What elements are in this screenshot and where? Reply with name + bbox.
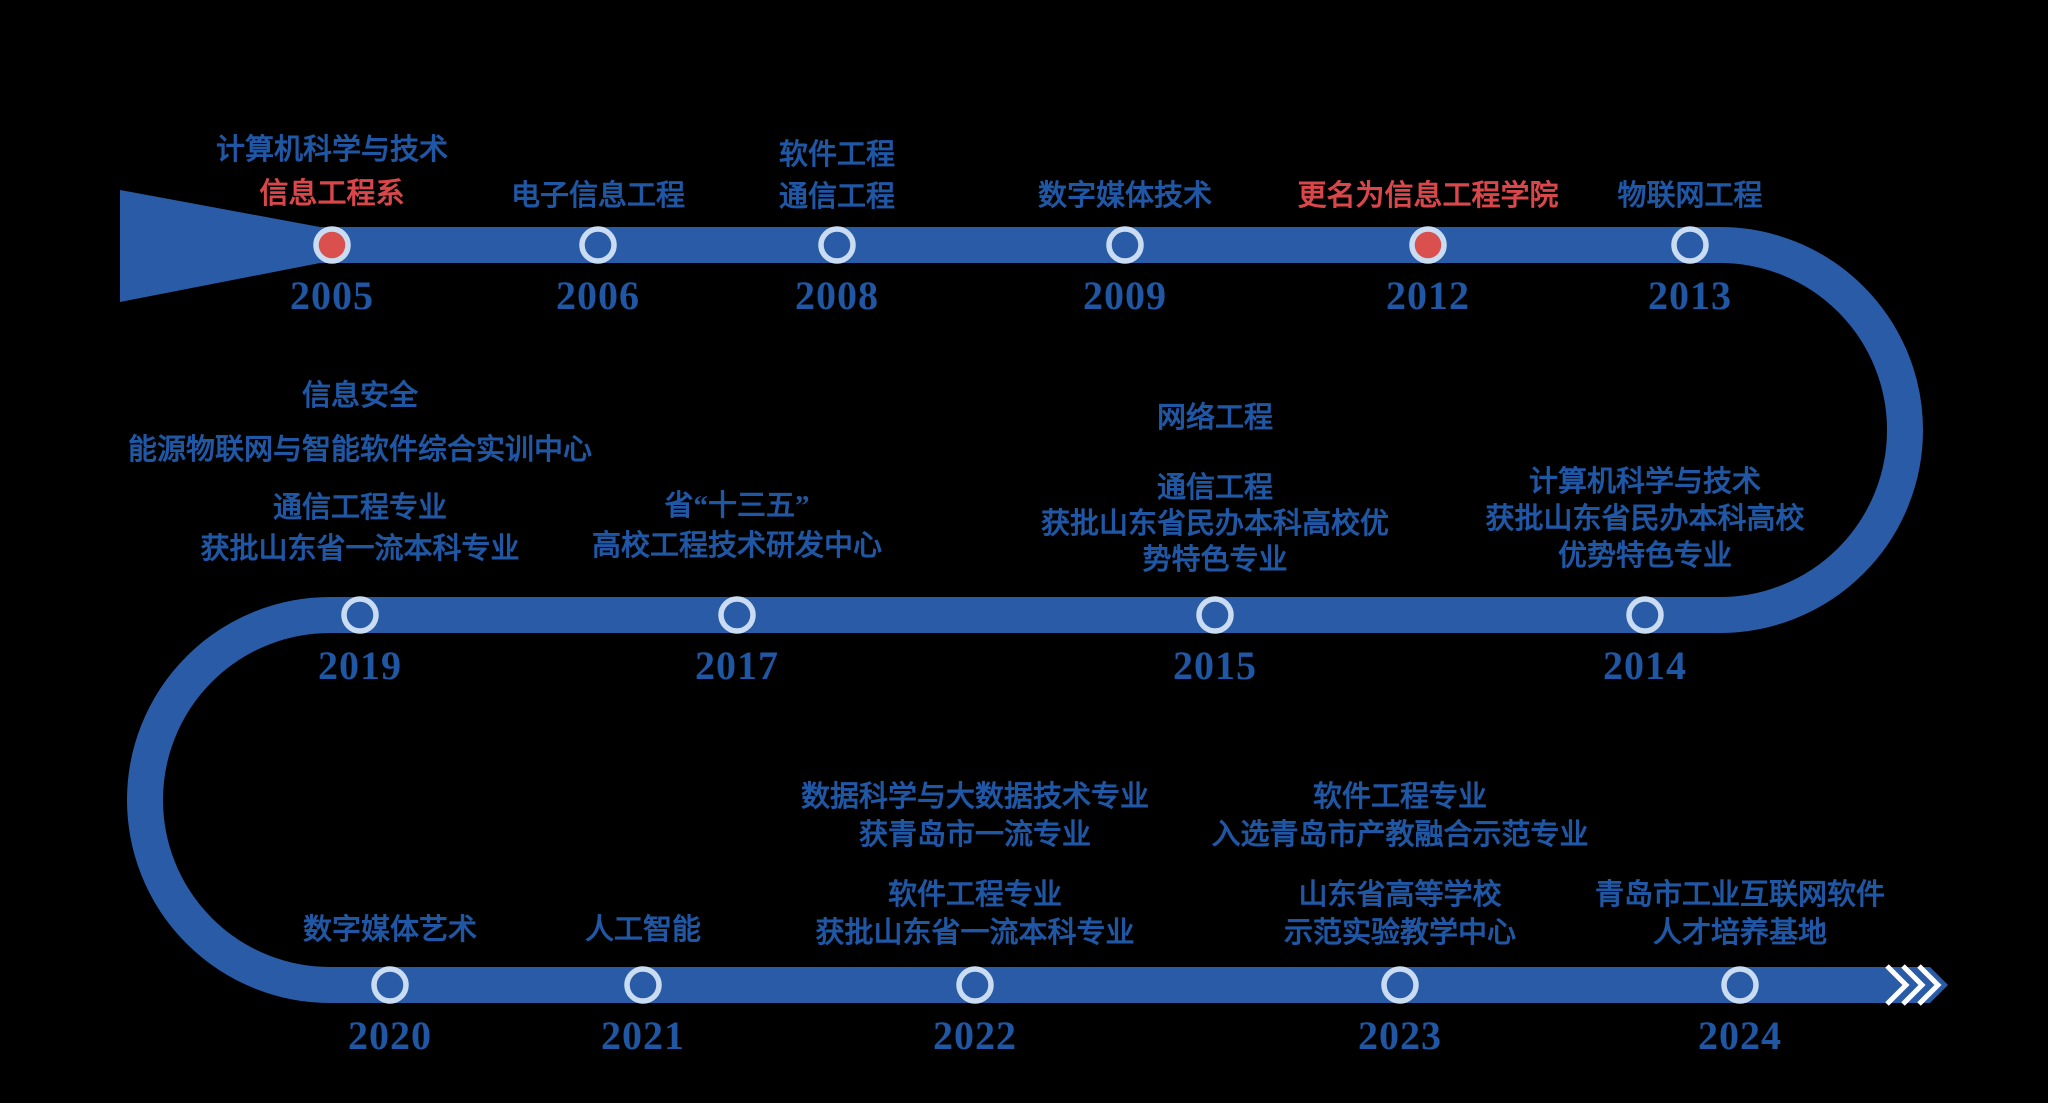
timeline-node-2022 [956, 966, 994, 1004]
event-label: 青岛市工业互联网软件人才培养基地 [1595, 876, 1885, 952]
event-label-line: 示范实验教学中心 [1283, 917, 1517, 949]
event-label-line: 获青岛市一流专业 [858, 819, 1092, 851]
year-label-2019: 2019 [318, 643, 402, 688]
timeline-nodes [313, 226, 1759, 1004]
event-label-line: 软件工程专业 [1312, 781, 1488, 813]
event-label-line: 人工智能 [584, 914, 702, 946]
event-label: 数据科学与大数据技术专业获青岛市一流专业 [801, 778, 1149, 854]
year-label-2015: 2015 [1173, 643, 1257, 688]
event-label: 省“十三五” 高校工程技术研发中心 [592, 486, 882, 566]
timeline-node-2015 [1196, 596, 1234, 634]
event-label: 物联网工程 [1617, 176, 1762, 216]
timeline-node-2020 [371, 966, 409, 1004]
event-label-line: 数据科学与大数据技术专业 [800, 781, 1150, 813]
event-label-line: 人才培养基地 [1652, 917, 1828, 949]
chevron-separator-icon [1885, 964, 1910, 1006]
event-label: 软件工程通信工程 [779, 134, 895, 218]
timeline-node-2009 [1106, 226, 1144, 264]
event-label: 数字媒体艺术 [303, 910, 477, 950]
event-label: 软件工程专业入选青岛市产教融合示范专业 [1211, 778, 1588, 854]
event-label: 电子信息工程 [511, 176, 685, 216]
end-arrow-chevrons-icon [1885, 964, 1942, 1006]
chevron-separator-icon [1901, 964, 1926, 1006]
event-label-line: 计算机科学与技术 [1528, 466, 1762, 498]
event-label-line: 通信工程专业 [272, 492, 448, 524]
timeline-node-2024 [1721, 966, 1759, 1004]
year-label-2006: 2006 [556, 273, 640, 318]
timeline-node-2005 [313, 226, 351, 264]
timeline-node-2023 [1381, 966, 1419, 1004]
year-label-2005: 2005 [290, 273, 374, 318]
event-label-line: 计算机科学与技术 [215, 134, 449, 166]
event-label: 通信工程获批山东省民办本科高校优势特色专业 [1041, 470, 1389, 578]
event-label-line: 物联网工程 [1617, 180, 1763, 212]
event-label-line: 电子信息工程 [510, 180, 686, 212]
timeline-node-2013 [1671, 226, 1709, 264]
year-label-2023: 2023 [1358, 1013, 1442, 1058]
event-label: 数字媒体技术 [1038, 176, 1212, 216]
year-label-2021: 2021 [601, 1013, 685, 1058]
event-label: 网络工程 [1157, 398, 1273, 438]
event-label: 计算机科学与技术信息工程系 [216, 128, 448, 216]
timeline-node-2006 [579, 226, 617, 264]
year-label-2008: 2008 [795, 273, 879, 318]
event-label-line: 数字媒体技术 [1037, 180, 1213, 212]
event-label: 山东省高等学校示范实验教学中心 [1284, 876, 1516, 952]
timeline-node-2008 [818, 226, 856, 264]
event-label: 更名为信息工程学院 [1297, 176, 1558, 216]
event-label-line: 省“十三五” [664, 490, 810, 522]
timeline-node-2012 [1409, 226, 1447, 264]
event-label-line: 信息安全 [301, 380, 419, 412]
event-label: 通信工程专业获批山东省一流本科专业 [200, 488, 519, 570]
event-label-line: 通信工程 [778, 181, 896, 213]
year-label-2012: 2012 [1386, 273, 1470, 318]
event-label-line: 网络工程 [1156, 402, 1274, 434]
year-label-2020: 2020 [348, 1013, 432, 1058]
event-label-line: 入选青岛市产教融合示范专业 [1211, 819, 1589, 851]
event-label-line: 获批山东省一流本科专业 [815, 917, 1135, 949]
event-label: 计算机科学与技术获批山东省民办本科高校优势特色专业 [1485, 464, 1804, 575]
start-cap-icon [120, 190, 320, 302]
event-label-line: 势特色专业 [1142, 544, 1288, 576]
event-label-line: 信息工程系 [259, 178, 405, 210]
event-label-line: 优势特色专业 [1557, 540, 1733, 572]
timeline-node-2017 [718, 596, 756, 634]
event-label-line: 青岛市工业互联网软件 [1594, 879, 1886, 911]
chevron-separator-icon [1917, 964, 1942, 1006]
year-label-2013: 2013 [1648, 273, 1732, 318]
event-label-line: 软件工程 [778, 139, 896, 171]
event-label-line: 山东省高等学校 [1298, 879, 1502, 911]
year-label-2009: 2009 [1083, 273, 1167, 318]
event-label-line: 软件工程专业 [887, 879, 1063, 911]
year-label-2024: 2024 [1698, 1013, 1782, 1058]
event-label-line: 数字媒体艺术 [302, 914, 478, 946]
event-label-line: 高校工程技术研发中心 [591, 530, 883, 562]
event-label-line: 获批山东省一流本科专业 [200, 533, 520, 565]
event-label: 能源物联网与智能软件综合实训中心 [128, 430, 592, 470]
year-label-2017: 2017 [695, 643, 779, 688]
event-label-line: 获批山东省民办本科高校优 [1040, 508, 1390, 540]
timeline-node-2021 [624, 966, 662, 1004]
event-label-line: 通信工程 [1156, 472, 1274, 504]
event-label-line: 能源物联网与智能软件综合实训中心 [127, 434, 593, 466]
timeline-node-2014 [1626, 596, 1664, 634]
timeline-node-2019 [341, 596, 379, 634]
event-label: 软件工程专业获批山东省一流本科专业 [815, 876, 1134, 952]
timeline-line [127, 227, 1930, 1003]
event-label-line: 更名为信息工程学院 [1297, 180, 1559, 212]
event-label-line: 获批山东省民办本科高校 [1485, 503, 1805, 535]
event-label: 信息安全 [302, 376, 418, 416]
year-label-2022: 2022 [933, 1013, 1017, 1058]
year-label-2014: 2014 [1603, 643, 1687, 688]
event-label: 人工智能 [585, 910, 701, 950]
